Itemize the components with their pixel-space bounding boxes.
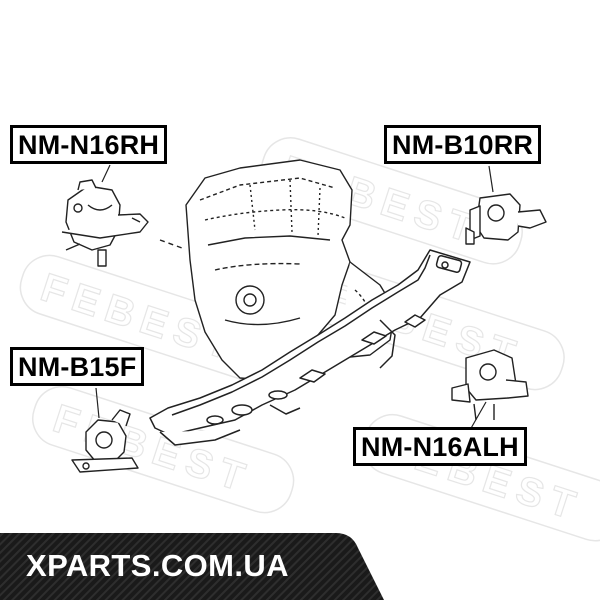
leader-line-nm-b10rr [488, 165, 494, 193]
mount-nm-b10rr-drawing [465, 193, 547, 245]
leader-line-nm-b15f [95, 387, 100, 419]
subframe-drawing [149, 249, 471, 446]
mount-nm-b15f-drawing [71, 409, 139, 473]
part-label-nm-b15f: NM-B15F [10, 347, 145, 386]
mount-nm-n16rh-drawing [61, 179, 149, 267]
leader-line-nm-n16rh [101, 164, 111, 183]
leader-line-nm-n16alh [469, 401, 487, 431]
part-label-nm-n16rh: NM-N16RH [10, 125, 168, 164]
mount-nm-n16alh-drawing [451, 349, 529, 421]
footer-banner-shape [0, 533, 384, 600]
part-label-nm-n16alh: NM-N16ALH [353, 427, 527, 466]
part-label-nm-b10rr: NM-B10RR [384, 125, 542, 164]
footer-site-text: XPARTS.COM.UA [26, 548, 289, 583]
